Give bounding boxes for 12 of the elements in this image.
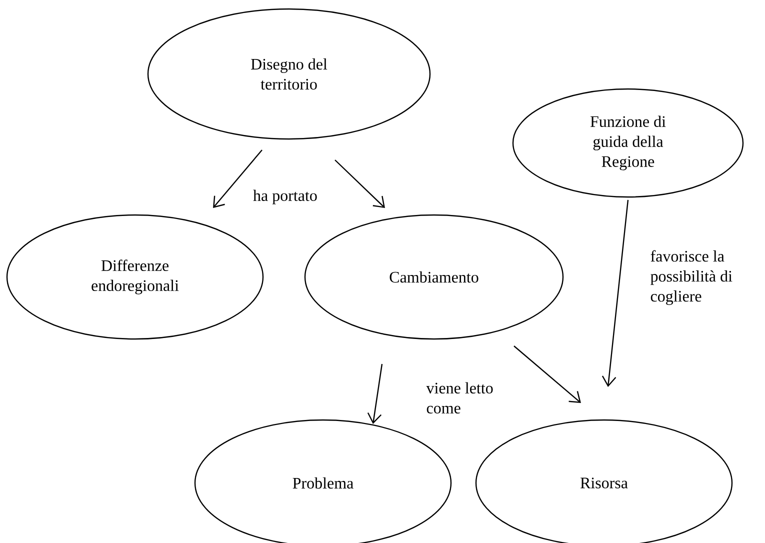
edge-label: viene letto come: [426, 382, 493, 414]
arrow: [213, 150, 262, 208]
ellipse-node: Funzione di guida della Regione: [512, 88, 744, 198]
ellipse-node: Cambiamento: [304, 214, 564, 340]
ellipse-node: Disegno del territorio: [147, 8, 431, 140]
arrow: [602, 200, 629, 387]
edge-label: favorisce la possibilità di cogliere: [650, 250, 732, 305]
ellipse-node: Differenze endoregionali: [6, 214, 264, 340]
edge-label: ha portato: [253, 190, 317, 204]
arrow: [334, 160, 385, 208]
arrow: [514, 346, 581, 403]
arrow: [367, 364, 383, 424]
